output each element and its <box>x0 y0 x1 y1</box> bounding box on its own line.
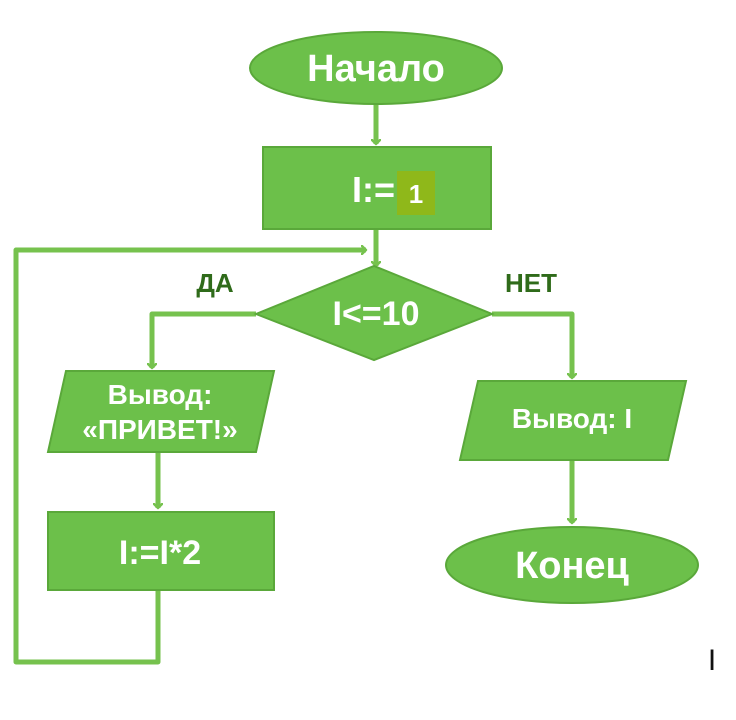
output-hello-shape <box>46 370 276 453</box>
no-branch-label: НЕТ <box>505 268 557 298</box>
end-terminal-shape <box>445 526 699 604</box>
loop-back-connector <box>13 250 366 665</box>
output-hello-line2: «ПРИВЕТ!» <box>82 414 237 445</box>
condition-decision-label: I<=10 <box>333 295 420 333</box>
arrow-condition-no <box>492 311 572 378</box>
init-value: 1 <box>409 179 423 209</box>
update-process-shape <box>47 511 275 591</box>
init-process-label: I:= <box>352 169 395 210</box>
output-hello: Вывод: «ПРИВЕТ!» <box>46 370 276 453</box>
start-terminal-shape <box>249 31 503 105</box>
condition-decision: I<=10 <box>253 264 495 362</box>
update-process-label: I:=I*2 <box>119 534 201 572</box>
yes-branch-label: ДА <box>196 268 234 298</box>
end-terminal-label: Конец <box>515 545 629 587</box>
init-process: I:= 1 <box>262 146 492 230</box>
arrow-condition-yes <box>152 311 256 368</box>
update-process: I:=I*2 <box>47 511 275 591</box>
condition-decision-shape <box>253 264 495 362</box>
output-hello-line1: Вывод: <box>108 379 213 410</box>
connectors <box>13 103 572 665</box>
init-process-shape <box>262 146 492 230</box>
init-value-highlight <box>397 171 435 215</box>
output-i: Вывод: I <box>458 380 688 461</box>
start-terminal: Начало <box>249 31 503 105</box>
start-terminal-label: Начало <box>307 48 445 90</box>
end-terminal: Конец <box>445 526 699 604</box>
stray-mark: I <box>708 644 716 677</box>
output-i-shape <box>458 380 688 461</box>
output-i-label: Вывод: I <box>512 403 632 434</box>
